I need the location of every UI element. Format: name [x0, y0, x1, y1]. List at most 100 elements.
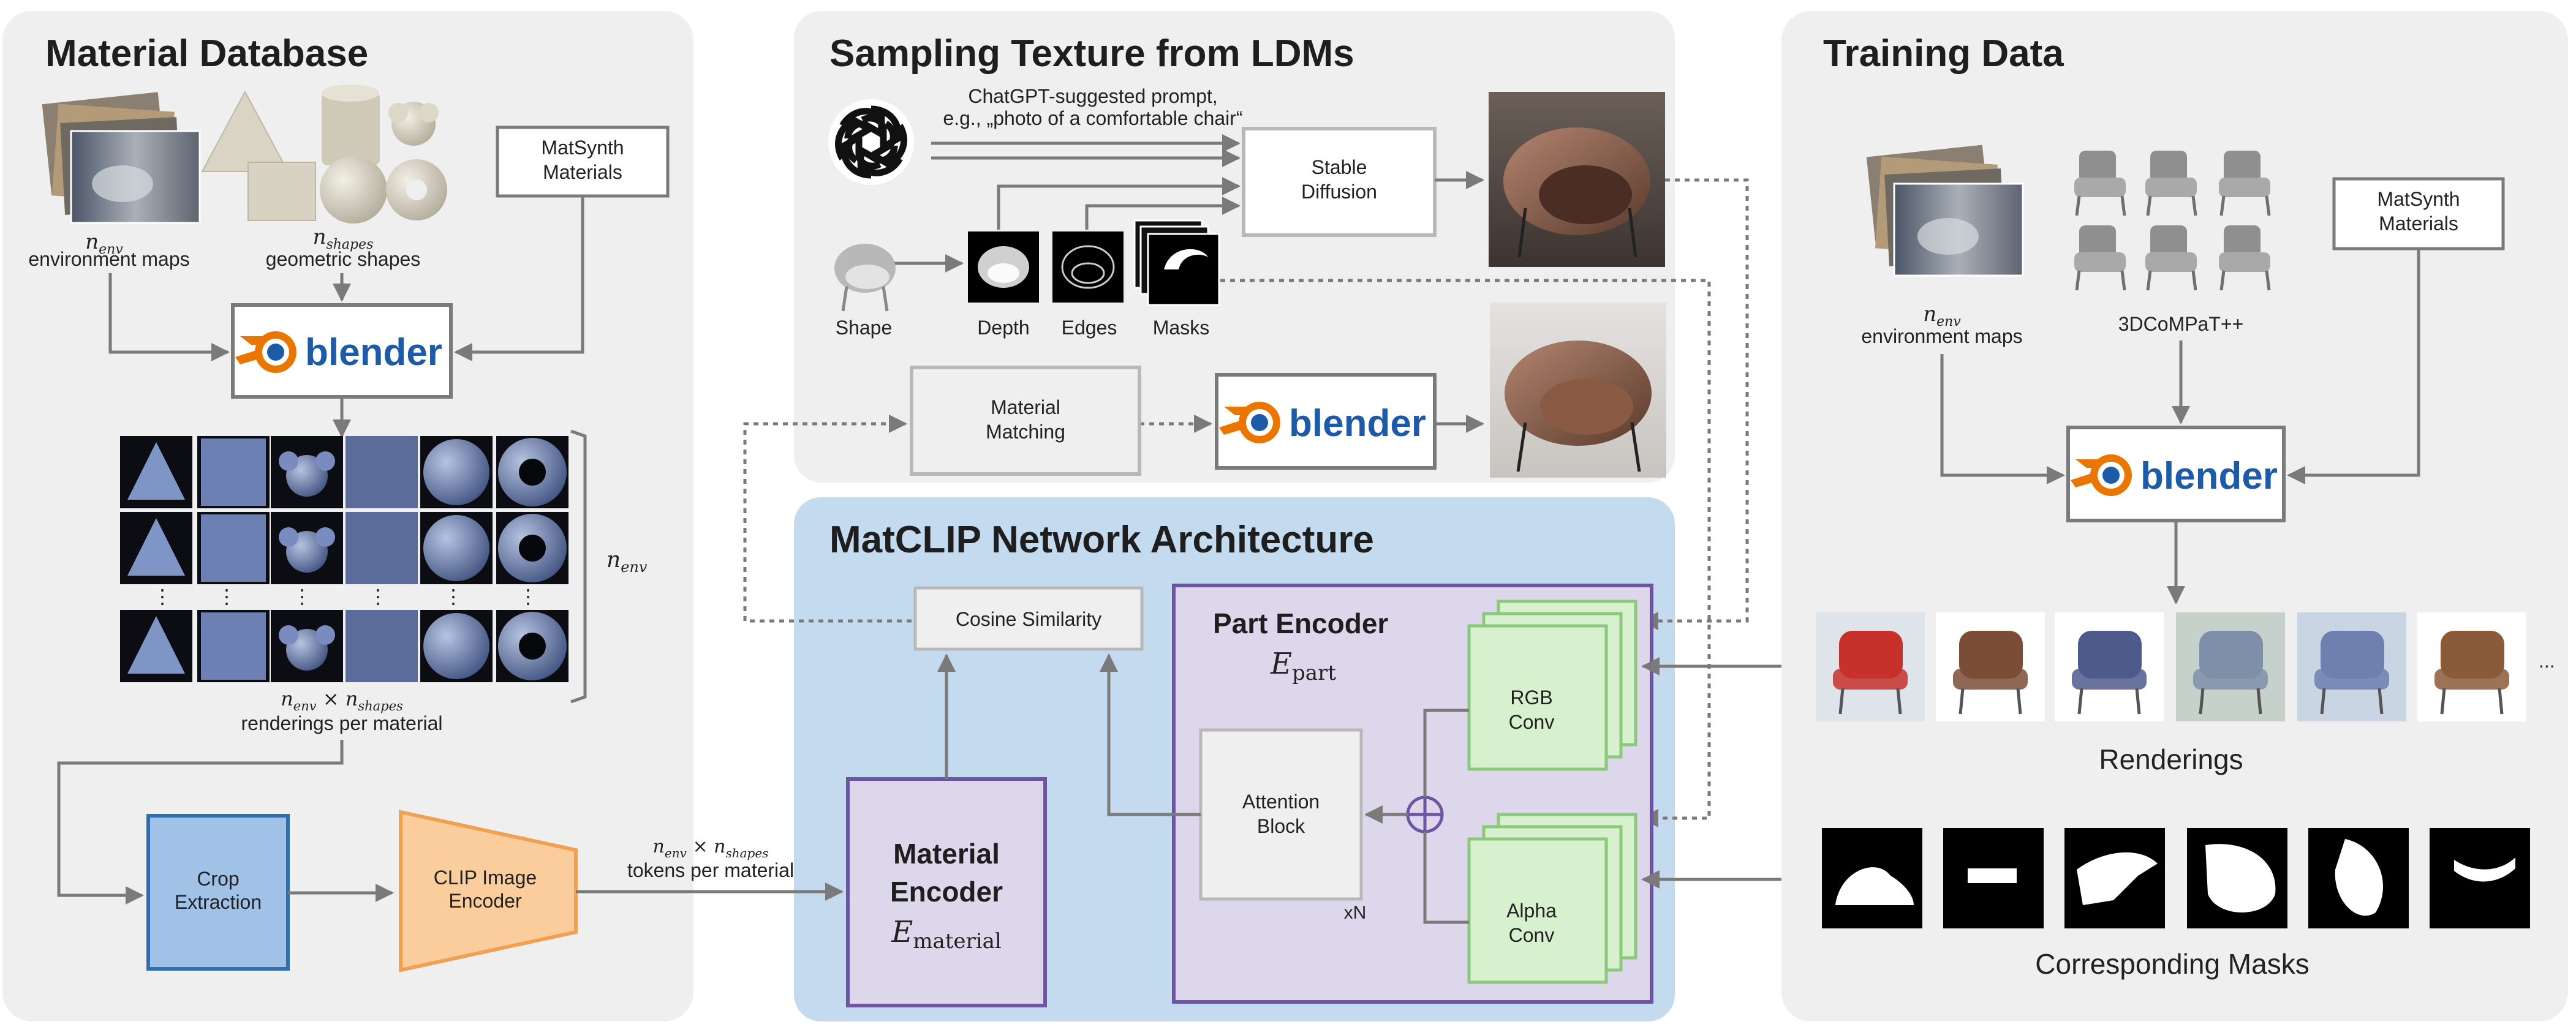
grid-dot-3: ⋮	[292, 585, 312, 608]
blender-logo-icon	[2071, 454, 2132, 496]
rendering-thumbnail	[271, 512, 343, 584]
rgb-line-2: Conv	[1509, 711, 1555, 733]
rendering-thumbnail	[197, 610, 270, 682]
training-env-maps-stack	[1866, 145, 2024, 277]
matching-line-2: Matching	[986, 421, 1065, 443]
db-arrows	[108, 196, 584, 438]
chatgpt-logo-icon	[828, 99, 914, 185]
stable-line-1: Stable	[1312, 156, 1367, 178]
part-encoder-symbol: Epart	[1270, 647, 1336, 685]
blender-box-sampling: blender	[1215, 373, 1437, 470]
training-env-label: environment maps	[1861, 325, 2022, 347]
training-rendering-thumbnail	[2297, 612, 2406, 721]
panel-sampling	[794, 11, 1675, 483]
rendered-chair-photo	[1490, 303, 1666, 478]
edges-label: Edges	[1062, 317, 1117, 339]
mask-thumbnail	[2064, 828, 2165, 928]
material-encoder-box	[846, 777, 1047, 1007]
training-env-symbol: nenv	[1923, 302, 1961, 329]
attention-line-2: Block	[1257, 815, 1305, 837]
dotted-cosine-to-matching	[743, 415, 912, 623]
matsynth-materials-box	[496, 126, 670, 198]
corresponding-masks-row	[1822, 828, 2530, 928]
panel-title-network: MatCLIP Network Architecture	[829, 519, 1374, 561]
renderings-per-material-label: renderings per material	[241, 712, 442, 734]
part-encoder-title: Part Encoder	[1213, 608, 1388, 639]
mask-thumbnail	[2187, 828, 2287, 928]
arrow-grid-to-crop	[57, 740, 344, 905]
stable-diffusion-box	[1242, 127, 1437, 237]
blender-word: blender	[2140, 455, 2278, 497]
masks-label: Masks	[1153, 317, 1209, 339]
training-rendering-thumbnail	[1936, 612, 2045, 721]
generated-chair-photo	[1489, 92, 1665, 267]
matsynth-line-1: MatSynth	[541, 137, 624, 159]
depth-label: Depth	[977, 317, 1029, 339]
attention-line-1: Attention	[1242, 791, 1320, 813]
xn-label: xN	[1344, 903, 1367, 923]
cosine-similarity-box	[913, 586, 1144, 651]
alpha-conv-stack	[1467, 813, 1637, 984]
rgb-line-1: RGB	[1510, 687, 1552, 709]
compat-label: 3DCoMPaT++	[2118, 313, 2244, 335]
masks-stack-image	[1133, 219, 1220, 306]
env-maps-symbol: nenv	[85, 230, 123, 257]
material-matching-box	[910, 366, 1141, 476]
renderings-caption: Renderings	[2099, 743, 2243, 775]
renderings-ellipsis: ...	[2539, 650, 2555, 672]
panel-title-sampling: Sampling Texture from LDMs	[829, 32, 1354, 75]
shape-chair-image	[834, 244, 896, 312]
env-maps-label: environment maps	[28, 248, 189, 270]
blender-logo-icon	[235, 331, 297, 373]
rendering-thumbnail	[346, 610, 418, 682]
blender-word: blender	[305, 331, 442, 374]
sampling-arrows	[894, 134, 1484, 433]
geometric-shapes-image	[201, 85, 447, 224]
rendering-thumbnail	[271, 436, 343, 508]
clip-line-2: Encoder	[448, 890, 522, 912]
blender-box-database: blender	[231, 303, 453, 399]
training-matsynth-line-1: MatSynth	[2377, 188, 2460, 210]
rendering-thumbnail	[420, 610, 493, 682]
rendering-thumbnail	[420, 436, 493, 508]
panel-title-material-database: Material Database	[45, 32, 368, 75]
training-arrows	[1940, 249, 2420, 604]
matsynth-line-2: Materials	[543, 161, 622, 183]
grid-dot-6: ⋮	[518, 585, 538, 608]
grid-dot-5: ⋮	[444, 585, 463, 608]
crop-line-2: Extraction	[175, 891, 262, 913]
rendering-thumbnail	[271, 610, 343, 682]
renderings-grid	[120, 436, 568, 682]
training-rendering-thumbnail	[2176, 612, 2285, 721]
rendering-thumbnail	[197, 436, 270, 508]
clip-image-encoder-box	[399, 810, 578, 972]
blender-word: blender	[1289, 402, 1426, 445]
depth-image	[968, 231, 1039, 303]
dotted-chair-to-part-encoder	[1640, 178, 1749, 630]
alpha-line-1: Alpha	[1506, 900, 1557, 922]
renderings-formula: nenv × nshapes	[281, 687, 403, 713]
network-arrows	[937, 653, 1781, 924]
training-rendering-thumbnail	[1816, 612, 1925, 721]
tokens-formula: nenv × nshapes	[653, 836, 769, 860]
mask-thumbnail	[1943, 828, 2044, 928]
3dcompat-chairs-image	[2074, 151, 2271, 291]
compat-chair-thumbnail	[2074, 151, 2126, 216]
rendering-thumbnail	[346, 512, 418, 584]
grid-dot-2: ⋮	[217, 585, 236, 608]
panel-title-training: Training Data	[1823, 32, 2064, 75]
rendering-thumbnail	[420, 512, 493, 584]
compat-chair-thumbnail	[2219, 225, 2271, 291]
rendering-thumbnail	[120, 512, 192, 584]
compat-chair-thumbnail	[2074, 225, 2126, 291]
cosine-label: Cosine Similarity	[956, 608, 1101, 630]
renderings-bracket	[570, 429, 587, 704]
compat-chair-thumbnail	[2145, 151, 2197, 216]
mask-thumbnail	[2430, 828, 2530, 928]
rendering-thumbnail	[346, 436, 418, 508]
alpha-line-2: Conv	[1509, 924, 1555, 946]
grid-dot-1: ⋮	[153, 585, 172, 608]
attention-block-box	[1199, 728, 1363, 901]
compat-chair-thumbnail	[2145, 225, 2197, 291]
